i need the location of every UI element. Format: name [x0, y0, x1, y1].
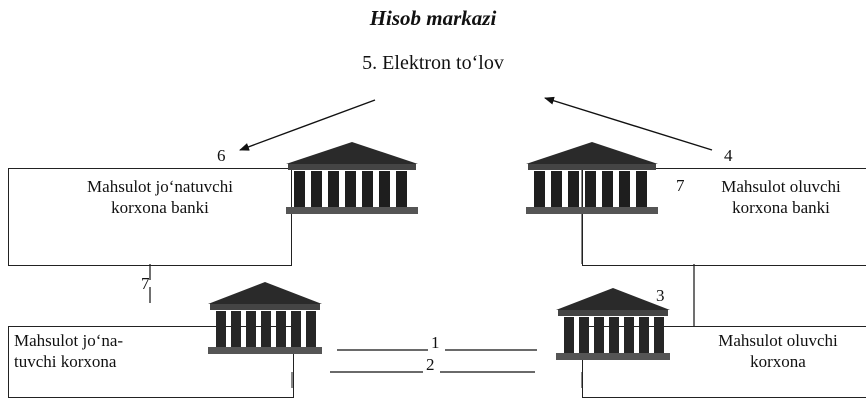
seller-bank-box [8, 168, 292, 266]
buyer-bank-box [582, 168, 866, 266]
step-4: 4 [724, 146, 733, 165]
seller-bank-label: Mahsulot jo‘natuvchi korxona banki [87, 177, 233, 217]
bank-building-icon [556, 288, 670, 360]
bank-building-icon [286, 142, 418, 214]
bank-building-icon [526, 142, 658, 214]
page-title: Hisob markazi [369, 6, 497, 30]
buyer-company-label: Mahsulot oluvchi korxona [718, 331, 838, 371]
seller-company-label: Mahsulot jo‘na- tuvchi korxona [14, 331, 124, 371]
arrow-to-center [544, 96, 713, 151]
step-7-buyer-bank: 7 [676, 176, 685, 195]
step-2: 2 [426, 355, 435, 374]
step-6: 6 [217, 146, 226, 165]
step-3: 3 [656, 286, 665, 305]
arrow-to-seller-bank [239, 99, 376, 151]
subtitle: 5. Elektron to‘lov [362, 52, 504, 74]
buyer-bank-label: Mahsulot oluvchi korxona banki [721, 177, 841, 217]
step-7: 7 [141, 274, 150, 293]
bank-building-icon [208, 282, 322, 354]
step-1: 1 [431, 333, 440, 352]
